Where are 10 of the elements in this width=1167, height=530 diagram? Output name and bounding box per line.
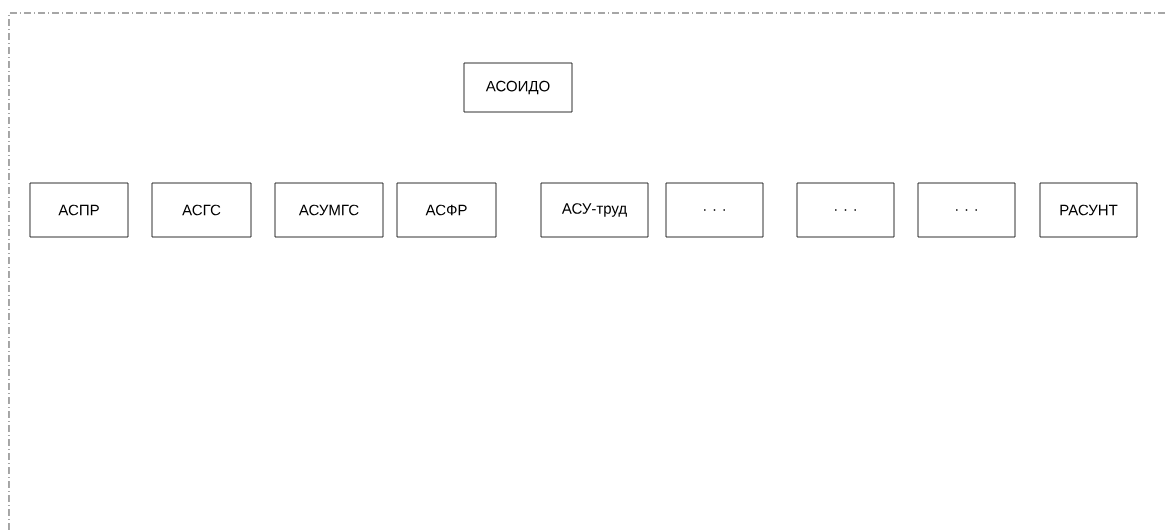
system-box: АСОИДО <box>463 62 573 113</box>
system-box: . . . <box>796 182 895 238</box>
system-box: . . . <box>917 182 1016 238</box>
system-box: . . . <box>665 182 764 238</box>
system-box: АСФР <box>396 182 497 238</box>
system-box: РАСУНТ <box>1039 182 1138 238</box>
system-box: АСПР <box>29 182 129 238</box>
system-box: АСГС <box>151 182 252 238</box>
system-box: АСУ-труд <box>540 182 649 238</box>
system-box: АСУМГС <box>274 182 384 238</box>
